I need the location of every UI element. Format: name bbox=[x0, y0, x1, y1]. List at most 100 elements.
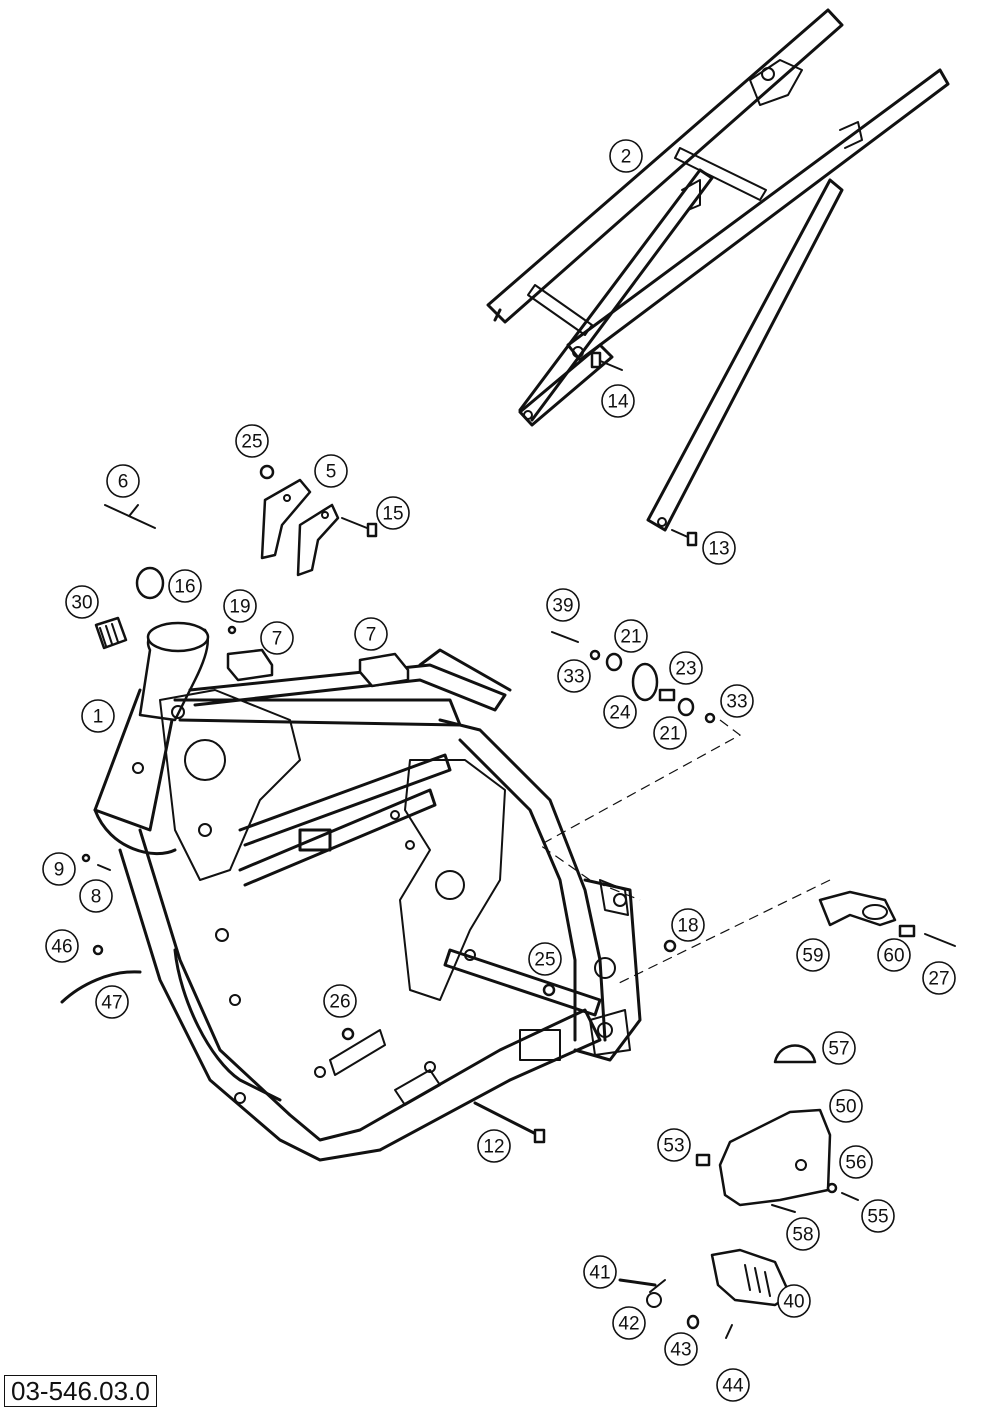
bolt-55 bbox=[841, 1192, 859, 1201]
svg-text:53: 53 bbox=[663, 1136, 684, 1157]
washer-43 bbox=[686, 1314, 700, 1330]
bush-21-right bbox=[677, 697, 695, 717]
cotter-pin-44 bbox=[725, 1324, 733, 1339]
callout-24: 24 bbox=[603, 695, 637, 729]
bolt-58 bbox=[771, 1204, 796, 1213]
svg-text:16: 16 bbox=[174, 577, 195, 598]
callout-16: 16 bbox=[168, 569, 202, 603]
nut-25-lower bbox=[542, 983, 556, 997]
washer-33-left bbox=[589, 649, 601, 661]
callout-6: 6 bbox=[106, 464, 140, 498]
svg-text:7: 7 bbox=[366, 625, 377, 646]
svg-text:27: 27 bbox=[928, 969, 949, 990]
callout-44: 44 bbox=[716, 1368, 750, 1402]
svg-text:14: 14 bbox=[607, 392, 629, 413]
svg-text:26: 26 bbox=[329, 992, 350, 1013]
callout-23: 23 bbox=[669, 651, 703, 685]
callout-5: 5 bbox=[314, 454, 348, 488]
callout-30: 30 bbox=[65, 585, 99, 619]
guard-50 bbox=[718, 1108, 832, 1207]
callout-14: 14 bbox=[601, 384, 635, 418]
nut-18 bbox=[663, 939, 677, 953]
callout-50: 50 bbox=[829, 1089, 863, 1123]
assembly-line-engine-mount bbox=[538, 719, 742, 901]
mount-23 bbox=[631, 662, 659, 702]
svg-text:2: 2 bbox=[621, 147, 632, 168]
callout-1: 1 bbox=[81, 699, 115, 733]
svg-text:39: 39 bbox=[552, 596, 573, 617]
bolt-39 bbox=[551, 631, 579, 643]
svg-text:24: 24 bbox=[609, 703, 631, 724]
callout-12: 12 bbox=[477, 1129, 511, 1163]
bracket-59 bbox=[818, 890, 897, 927]
svg-text:46: 46 bbox=[51, 937, 72, 958]
svg-text:15: 15 bbox=[382, 504, 403, 525]
callout-18: 18 bbox=[671, 908, 705, 942]
bolt-14 bbox=[590, 351, 623, 371]
washer-33-right bbox=[704, 712, 716, 724]
callout-33-left: 33 bbox=[557, 659, 591, 693]
callout-27: 27 bbox=[922, 961, 956, 995]
spacer-53 bbox=[695, 1153, 711, 1167]
bush-21-left bbox=[605, 652, 623, 672]
svg-text:42: 42 bbox=[618, 1314, 639, 1335]
svg-text:12: 12 bbox=[483, 1137, 504, 1158]
callout-39: 39 bbox=[546, 588, 580, 622]
nut-26 bbox=[341, 1027, 355, 1041]
callout-9: 9 bbox=[42, 852, 76, 886]
rubber-block-7-right bbox=[358, 652, 410, 688]
sleeve-60 bbox=[898, 924, 916, 938]
callout-19: 19 bbox=[223, 589, 257, 623]
svg-text:5: 5 bbox=[326, 462, 337, 483]
callout-60: 60 bbox=[877, 938, 911, 972]
svg-text:23: 23 bbox=[675, 659, 696, 680]
svg-text:47: 47 bbox=[101, 993, 122, 1014]
sleeve-24 bbox=[658, 688, 676, 702]
callout-42: 42 bbox=[612, 1306, 646, 1340]
bolt-8 bbox=[97, 864, 111, 871]
callout-21-upper: 21 bbox=[614, 619, 648, 653]
callout-56: 56 bbox=[839, 1145, 873, 1179]
bolt-6 bbox=[104, 504, 156, 529]
hose-47 bbox=[60, 970, 142, 1004]
callout-55: 55 bbox=[861, 1199, 895, 1233]
callout-26: 26 bbox=[323, 984, 357, 1018]
cap-57 bbox=[773, 1044, 817, 1064]
cap-16 bbox=[135, 566, 165, 600]
nut-19 bbox=[227, 625, 237, 635]
callout-46: 46 bbox=[45, 929, 79, 963]
svg-text:21: 21 bbox=[620, 627, 641, 648]
callout-7-right: 7 bbox=[354, 617, 388, 651]
nut-9 bbox=[81, 853, 91, 863]
svg-text:57: 57 bbox=[828, 1039, 849, 1060]
svg-text:19: 19 bbox=[229, 597, 250, 618]
bolt-12 bbox=[473, 1101, 546, 1144]
svg-text:50: 50 bbox=[835, 1097, 856, 1118]
svg-text:58: 58 bbox=[792, 1225, 813, 1246]
bolt-15 bbox=[341, 517, 378, 538]
svg-text:59: 59 bbox=[802, 946, 823, 967]
callout-15: 15 bbox=[376, 496, 410, 530]
svg-text:13: 13 bbox=[708, 539, 729, 560]
svg-text:30: 30 bbox=[71, 593, 92, 614]
callout-25-upper: 25 bbox=[235, 424, 269, 458]
washer-56 bbox=[826, 1182, 838, 1194]
main-frame-drawing bbox=[93, 621, 642, 1162]
bearing-30 bbox=[94, 616, 128, 650]
svg-text:21: 21 bbox=[659, 724, 680, 745]
svg-text:7: 7 bbox=[272, 629, 283, 650]
svg-text:33: 33 bbox=[726, 692, 747, 713]
svg-text:33: 33 bbox=[563, 667, 584, 688]
svg-text:56: 56 bbox=[845, 1153, 866, 1174]
callout-13: 13 bbox=[702, 531, 736, 565]
bolt-27 bbox=[924, 933, 956, 947]
engine-bracket-5 bbox=[260, 478, 340, 577]
svg-text:41: 41 bbox=[589, 1263, 610, 1284]
svg-text:25: 25 bbox=[241, 432, 262, 453]
callout-53: 53 bbox=[657, 1128, 691, 1162]
callout-25-lower: 25 bbox=[528, 942, 562, 976]
drawing-code-label: 03-546.03.0 bbox=[4, 1375, 157, 1407]
svg-text:9: 9 bbox=[54, 860, 65, 881]
svg-text:44: 44 bbox=[722, 1376, 744, 1397]
